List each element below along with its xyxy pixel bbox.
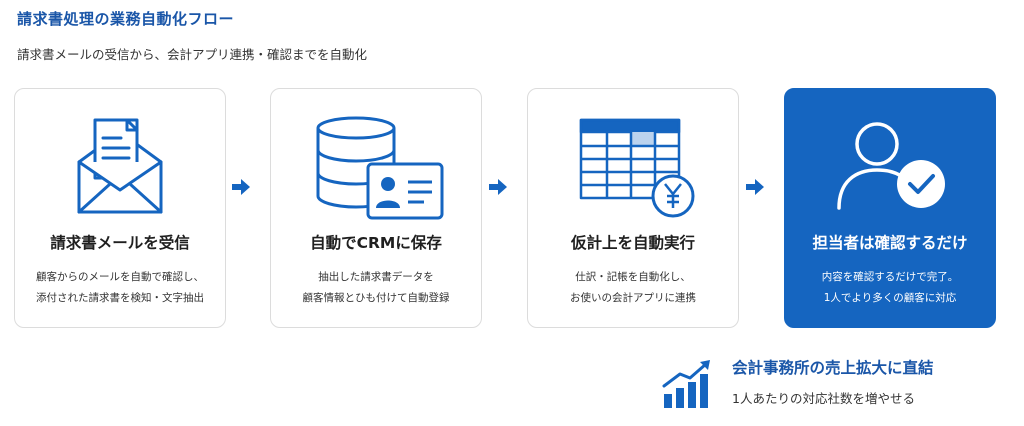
step-desc-line-1: 内容を確認するだけで完了。	[821, 271, 959, 283]
step-desc-line-1: 顧客からのメールを自動で確認し、	[36, 271, 204, 283]
step-title: 自動でCRMに保存	[310, 234, 442, 252]
step-desc-line-2: 添付された請求書を検知・文字抽出	[36, 292, 204, 304]
page-subtitle: 請求書メールの受信から、会計アプリ連携・確認までを自動化	[17, 47, 368, 62]
step-desc-line-2: 1人でより多くの顧客に対応	[823, 292, 957, 304]
growth-chart-icon	[662, 360, 710, 408]
step-description: 内容を確認するだけで完了。 1人でより多くの顧客に対応	[785, 267, 995, 309]
step-title: 仮計上を自動実行	[570, 234, 695, 252]
arrow-right-icon	[489, 179, 507, 195]
footer-title: 会計事務所の売上拡大に直結	[732, 359, 934, 377]
step-desc-line-1: 抽出した請求書データを	[318, 271, 434, 283]
step-description: 仕訳・記帳を自動化し、 お使いの会計アプリに連携	[528, 267, 738, 309]
step-title: 請求書メールを受信	[50, 234, 190, 252]
step-desc-line-2: お使いの会計アプリに連携	[570, 292, 696, 304]
step-card-confirm: 担当者は確認するだけ 内容を確認するだけで完了。 1人でより多くの顧客に対応	[784, 88, 996, 328]
envelope-document-icon	[15, 107, 225, 227]
step-card-save-crm: 自動でCRMに保存 抽出した請求書データを 顧客情報とひも付けて自動登録	[270, 88, 482, 328]
step-desc-line-2: 顧客情報とひも付けて自動登録	[302, 292, 450, 304]
database-id-card-icon	[271, 107, 481, 227]
arrow-right-icon	[232, 179, 250, 195]
user-check-icon	[785, 107, 995, 227]
step-description: 顧客からのメールを自動で確認し、 添付された請求書を検知・文字抽出	[15, 267, 225, 309]
spreadsheet-yen-icon	[528, 107, 738, 227]
arrow-right-icon	[746, 179, 764, 195]
step-desc-line-1: 仕訳・記帳を自動化し、	[575, 271, 691, 283]
step-card-auto-posting: 仮計上を自動実行 仕訳・記帳を自動化し、 お使いの会計アプリに連携	[527, 88, 739, 328]
step-title: 担当者は確認するだけ	[812, 234, 968, 252]
step-card-receive-email: 請求書メールを受信 顧客からのメールを自動で確認し、 添付された請求書を検知・文…	[14, 88, 226, 328]
step-description: 抽出した請求書データを 顧客情報とひも付けて自動登録	[271, 267, 481, 309]
footer-subtitle: 1人あたりの対応社数を増やせる	[732, 391, 915, 406]
page-title: 請求書処理の業務自動化フロー	[17, 10, 235, 28]
